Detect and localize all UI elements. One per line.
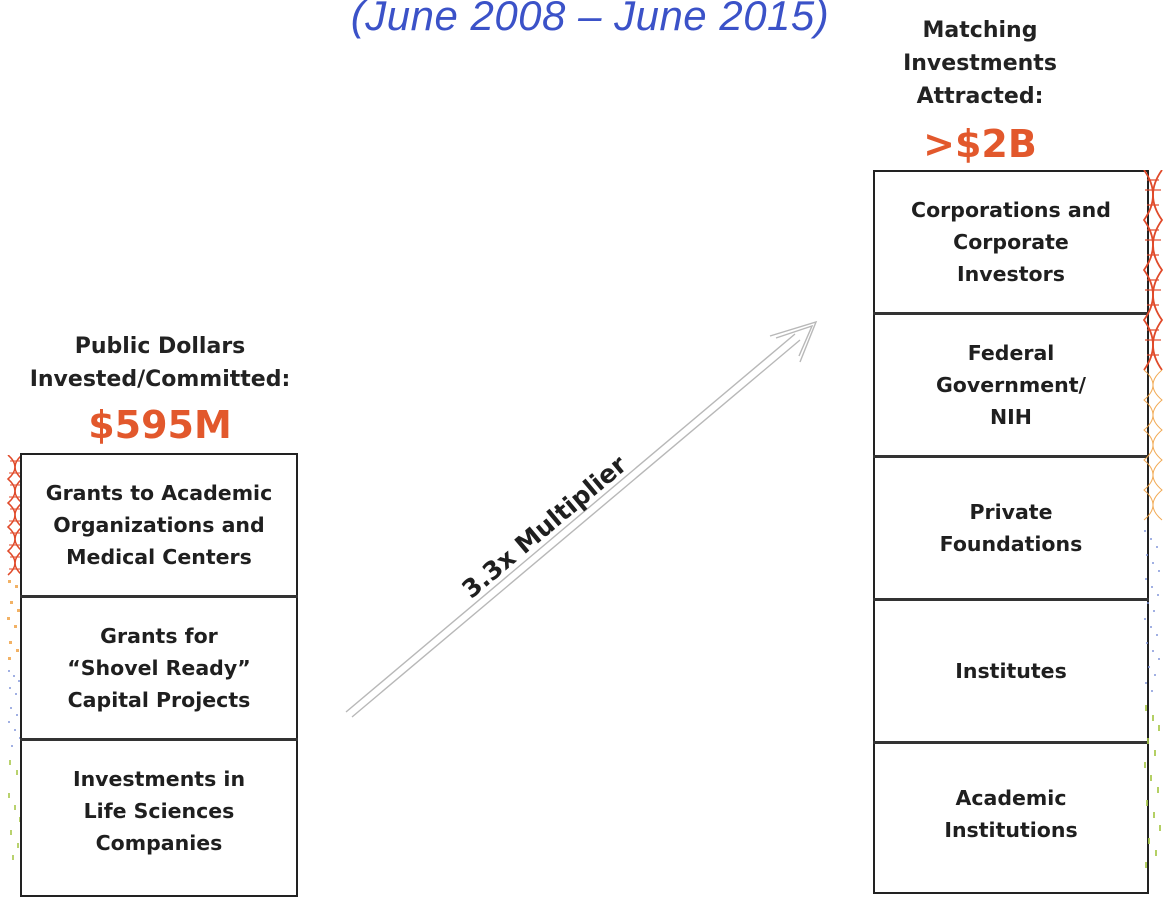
- divider: [873, 598, 1149, 601]
- right-box-institutes: Institutes: [955, 659, 1067, 683]
- dna-pattern-icon: [1142, 169, 1164, 868]
- right-box-corporations: Corporations and Corporate Investors: [911, 198, 1111, 286]
- right-decorative-strip: [1140, 169, 1165, 880]
- right-amount: >$2B: [923, 122, 1037, 166]
- divider: [20, 738, 298, 741]
- left-stack: Grants to Academic Organizations and Med…: [20, 453, 298, 897]
- left-box-life-sciences: Investments in Life Sciences Companies: [72, 767, 246, 855]
- left-amount: $595M: [88, 403, 232, 447]
- left-box-academic-grants: Grants to Academic Organizations and Med…: [45, 481, 273, 569]
- divider: [873, 312, 1149, 315]
- divider: [20, 595, 298, 598]
- right-box-private-foundations: Private Foundations: [939, 500, 1083, 556]
- subtitle: (June 2008 – June 2015): [350, 0, 830, 39]
- left-box-capital-projects: Grants for “Shovel Ready” Capital Projec…: [67, 624, 251, 712]
- divider: [873, 741, 1149, 744]
- right-heading: Matching Investments Attracted:: [903, 18, 1057, 109]
- right-box-federal-government: Federal Government/ NIH: [935, 341, 1087, 429]
- right-stack: Corporations and Corporate Investors Fed…: [873, 170, 1149, 894]
- divider: [873, 455, 1149, 458]
- left-heading: Public Dollars Invested/Committed:: [29, 334, 291, 392]
- right-box-academic-institutions: Academic Institutions: [944, 786, 1078, 842]
